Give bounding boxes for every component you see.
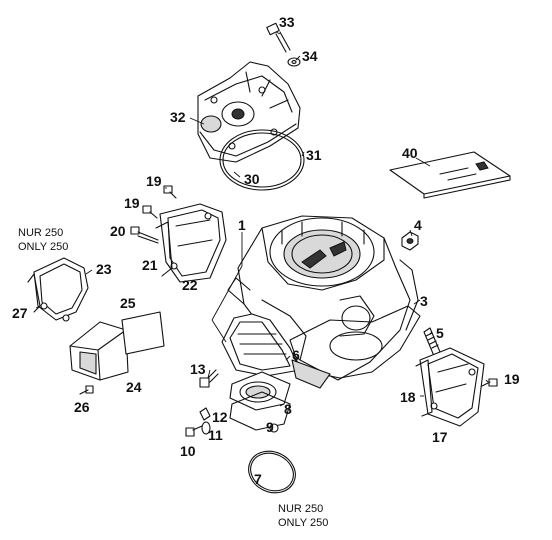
screw-19-upper: [163, 185, 177, 199]
screw-10: [185, 425, 203, 437]
screw-19-middle: [142, 205, 158, 219]
leader-lines: [35, 31, 489, 407]
label-19-right: 19: [504, 371, 520, 387]
label-9: 9: [266, 419, 274, 435]
stud-20: [130, 226, 159, 244]
head-o-rings: [219, 129, 305, 191]
label-21: 21: [142, 257, 158, 273]
label-19-upper: 19: [146, 173, 162, 189]
exhaust-valve-cover-left: [155, 203, 227, 283]
washer: [287, 57, 301, 67]
label-25: 25: [120, 295, 136, 311]
label-6: 6: [292, 347, 300, 363]
label-31: 31: [306, 147, 322, 163]
label-34: 34: [302, 48, 318, 64]
label-10: 10: [180, 443, 196, 459]
washer-11: [201, 421, 211, 435]
label-12: 12: [212, 409, 228, 425]
label-22: 22: [182, 277, 198, 293]
power-valve-cover: [27, 257, 89, 322]
note-bottom-line2: ONLY 250: [278, 517, 328, 529]
head-bolt: [266, 22, 291, 53]
note-bottom-line1: NUR 250: [278, 503, 323, 515]
cylinder-head: [197, 61, 301, 163]
screw-26: [79, 385, 94, 395]
intake-housing: [69, 321, 129, 381]
label-27: 27: [12, 305, 28, 321]
spring-washer-12: [199, 407, 211, 421]
label-30: 30: [244, 171, 260, 187]
screw-13: [199, 369, 219, 388]
exhaust-valve-cover-right: [415, 347, 485, 427]
label-1: 1: [238, 217, 246, 233]
intake-flange-gasket: [229, 391, 291, 433]
label-33: 33: [279, 14, 295, 30]
label-19-middle: 19: [124, 195, 140, 211]
label-7: 7: [254, 471, 262, 487]
reed-membrane: [121, 311, 165, 355]
label-23: 23: [96, 261, 112, 277]
label-18: 18: [400, 389, 416, 405]
intake-flange: [229, 371, 291, 411]
manual-booklet: [389, 151, 511, 199]
label-3: 3: [420, 293, 428, 309]
label-5: 5: [436, 325, 444, 341]
label-11: 11: [208, 427, 223, 443]
nut: [401, 231, 419, 251]
label-32: 32: [170, 109, 186, 125]
note-top-left-line1: NUR 250: [18, 227, 63, 239]
reed-valve: [221, 313, 331, 389]
o-ring: [248, 450, 296, 494]
label-8: 8: [284, 401, 292, 417]
label-26: 26: [74, 399, 90, 415]
label-24: 24: [126, 379, 142, 395]
label-40: 40: [402, 145, 418, 161]
label-17: 17: [432, 429, 448, 445]
screw-19-right: [481, 378, 498, 387]
label-20: 20: [110, 223, 126, 239]
label-13: 13: [190, 361, 206, 377]
label-4: 4: [414, 217, 422, 233]
part-labels: 33 34 32 31 30 40 19 19 20 21 22 1 4 NUR…: [12, 14, 520, 529]
note-top-left-line2: ONLY 250: [18, 241, 68, 253]
